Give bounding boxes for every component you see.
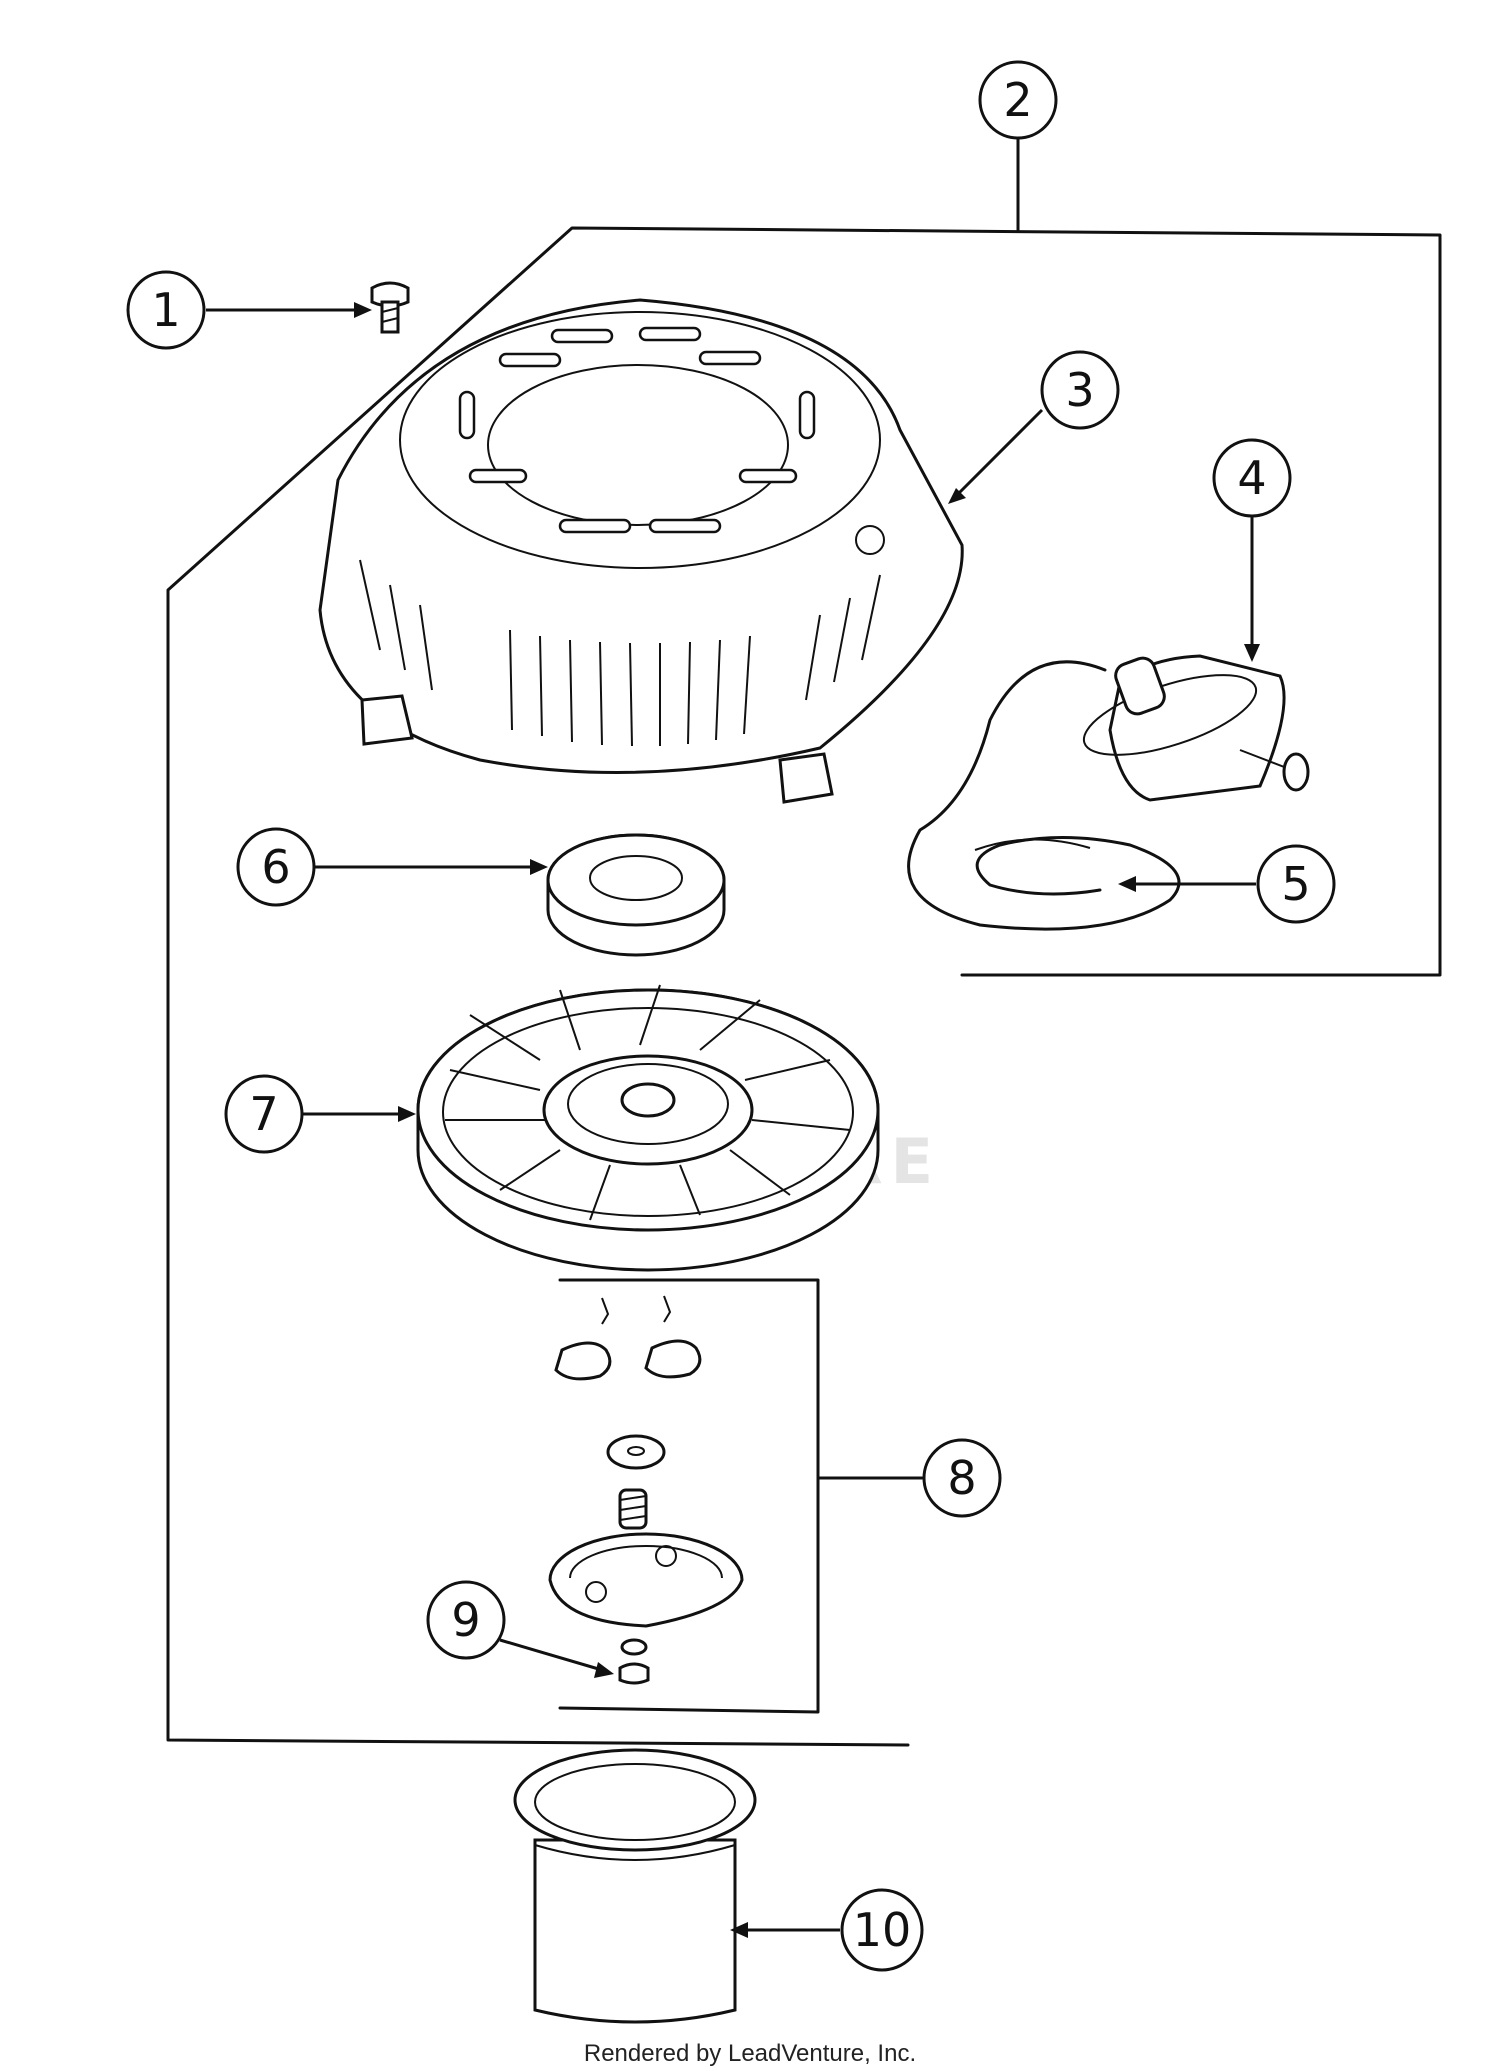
svg-text:9: 9 <box>451 1593 480 1647</box>
starter-rope-part-5 <box>907 660 1181 931</box>
callout-4: 4 <box>1212 438 1292 662</box>
ratchet-assembly-part-8 <box>548 1295 744 1685</box>
starter-housing-part-3 <box>318 298 964 804</box>
svg-text:8: 8 <box>947 1451 976 1505</box>
washer-part-6 <box>546 833 726 957</box>
callout-1: 1 <box>126 270 372 350</box>
svg-text:10: 10 <box>853 1903 912 1957</box>
callout-5: 5 <box>1118 844 1336 924</box>
footer-credit: Rendered by LeadVenture, Inc. <box>583 2040 917 2067</box>
callout-10: 10 <box>730 1888 924 1972</box>
assembly-bracket-2 <box>166 186 1442 1747</box>
svg-text:6: 6 <box>261 840 290 894</box>
callout-7: 7 <box>224 1074 416 1154</box>
callout-6: 6 <box>236 827 548 907</box>
starter-handle-part-4 <box>1082 654 1310 802</box>
svg-text:4: 4 <box>1237 451 1266 505</box>
svg-text:7: 7 <box>249 1087 278 1141</box>
starter-cup-part-10 <box>513 1748 757 2024</box>
callout-2: 2 <box>978 60 1058 190</box>
assembly-bracket-8 <box>558 1278 924 1714</box>
svg-text:5: 5 <box>1281 857 1310 911</box>
svg-text:3: 3 <box>1065 363 1094 417</box>
svg-text:1: 1 <box>151 283 180 337</box>
callout-3: 3 <box>948 350 1120 504</box>
pulley-part-7 <box>416 984 880 1272</box>
callout-9: 9 <box>426 1580 614 1678</box>
svg-text:2: 2 <box>1003 73 1032 127</box>
screw-part-1 <box>370 281 410 334</box>
callout-8: 8 <box>922 1438 1002 1518</box>
